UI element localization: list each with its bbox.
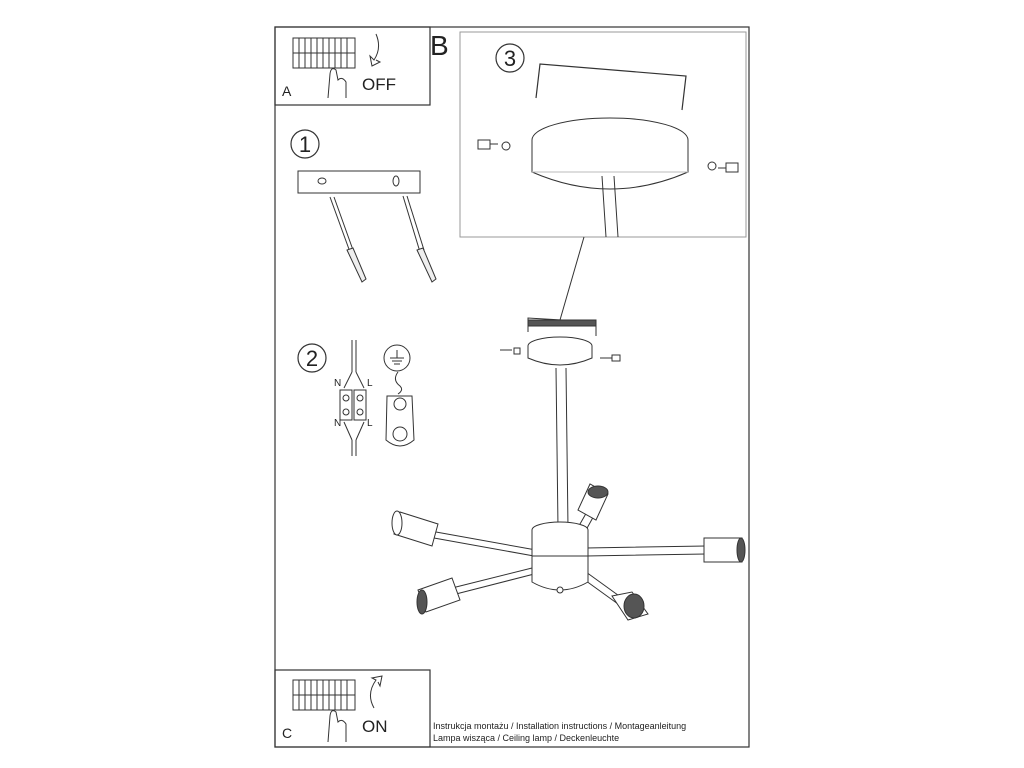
lamp-assembly bbox=[391, 317, 746, 621]
socket-right bbox=[703, 537, 746, 563]
ground-wire bbox=[394, 371, 403, 395]
mounting-bracket bbox=[535, 63, 687, 111]
page-border bbox=[274, 26, 750, 748]
fuse-box-icon bbox=[292, 37, 356, 69]
ground-symbol-icon bbox=[383, 344, 411, 372]
wire-label-l-bottom: L bbox=[367, 418, 373, 429]
panel-a: A OFF bbox=[274, 26, 431, 106]
wall-plug-left bbox=[329, 196, 367, 283]
step-2-number: 2 bbox=[306, 346, 318, 371]
rotate-arrow-icon bbox=[369, 33, 382, 67]
wire-label-n-top: N bbox=[334, 378, 341, 389]
step-1-number: 1 bbox=[299, 132, 311, 157]
step-3-number: 3 bbox=[504, 46, 516, 71]
rotate-arrow-icon bbox=[370, 675, 383, 709]
lamp-stem bbox=[555, 367, 569, 529]
terminal-block-icon bbox=[339, 340, 367, 456]
mounting-plate bbox=[297, 170, 421, 194]
ground-clamp bbox=[385, 395, 415, 447]
fuse-box-icon bbox=[292, 679, 356, 711]
socket-upper-right bbox=[577, 483, 609, 521]
panel-a-letter: A bbox=[282, 83, 292, 99]
step-2: 2 N L N L bbox=[297, 340, 415, 456]
wall-plug-right bbox=[402, 195, 437, 283]
step-1: 1 bbox=[290, 129, 437, 283]
hand-icon bbox=[327, 68, 347, 99]
panel-a-action: OFF bbox=[362, 75, 396, 94]
panel-b-letter: B bbox=[430, 30, 449, 61]
caption-line-1: Instrukcja montażu / Installation instru… bbox=[433, 721, 686, 731]
canopy-body bbox=[531, 140, 689, 190]
lamp-arm-right bbox=[585, 545, 707, 557]
screw-right bbox=[707, 161, 739, 173]
lamp-screw-left bbox=[500, 347, 521, 355]
panel-c-letter: C bbox=[282, 725, 292, 741]
socket-lower-left bbox=[416, 577, 461, 615]
step-3-detail: 3 bbox=[459, 31, 747, 238]
lamp-screw-right bbox=[600, 354, 621, 362]
lamp-arm-lower-left bbox=[451, 565, 543, 595]
panel-c-action: ON bbox=[362, 717, 388, 736]
canopy-stem bbox=[601, 175, 619, 238]
detail-leader-line bbox=[559, 236, 585, 321]
wire-label-n-bottom: N bbox=[334, 418, 341, 429]
socket-lower-right bbox=[611, 591, 649, 621]
hand-icon bbox=[327, 710, 347, 743]
wire-label-l-top: L bbox=[367, 378, 373, 389]
panel-c: C ON bbox=[274, 669, 431, 748]
lamp-hub-body bbox=[531, 530, 589, 591]
socket-left bbox=[391, 510, 439, 547]
screw-left bbox=[477, 139, 511, 151]
caption-line-2: Lampa wisząca / Ceiling lamp / Deckenleu… bbox=[433, 733, 619, 743]
lamp-arm-left bbox=[433, 531, 537, 557]
